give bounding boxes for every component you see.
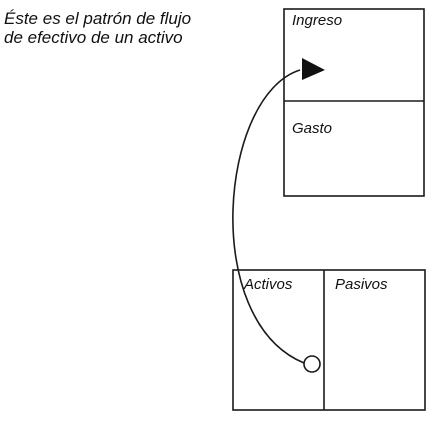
- caption-line-1: Éste es el patrón de flujo: [4, 9, 192, 28]
- balance-sheet-outline: [232, 269, 426, 411]
- caption-line-2: de efectivo de un activo: [4, 28, 183, 47]
- arrowhead-icon: [302, 58, 325, 80]
- income-statement-box: [283, 8, 425, 197]
- assets-label: Activos: [244, 276, 293, 293]
- income-label: Ingreso: [292, 12, 343, 29]
- income-statement-outline: [283, 8, 425, 197]
- balance-sheet-box: [232, 269, 426, 411]
- cash-flow-arrow-path: [232, 69, 305, 364]
- liabilities-label: Pasivos: [335, 276, 388, 293]
- asset-origin-circle-icon: [303, 355, 321, 373]
- expense-label: Gasto: [292, 120, 333, 137]
- diagram-caption: Éste es el patrón de flujo de efectivo d…: [4, 9, 191, 47]
